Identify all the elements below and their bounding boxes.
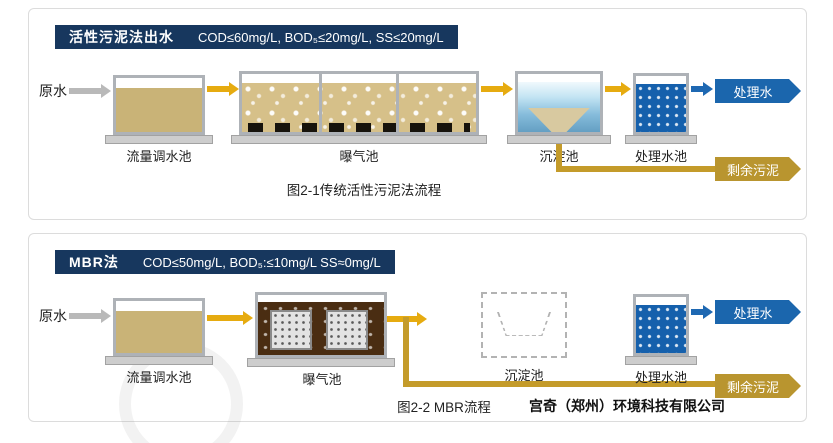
sludge-pipe-vertical [403, 317, 409, 387]
process-specs: COD≤60mg/L, BOD₅≤20mg/L, SS≤20mg/L [198, 29, 444, 45]
treated-water-tank-water [636, 84, 686, 132]
aeration-tank-water [242, 83, 476, 132]
sedimentation-tank-base [507, 135, 611, 144]
mbr-aeration-tank-water [258, 302, 384, 355]
treated-water-arrow [691, 81, 713, 97]
raw-water-label: 原水 [39, 308, 67, 324]
aeration-tank [239, 71, 479, 135]
regulation-tank-label: 流量调水池 [126, 370, 192, 385]
treated-water-arrow [691, 304, 713, 320]
sedimentation-funnel-dashed [497, 312, 551, 337]
aeration-tank-base [231, 135, 487, 144]
regulation-tank-water [116, 88, 202, 132]
flow-arrow [605, 81, 631, 97]
treated-water-tank [633, 73, 689, 135]
treated-water-tank-base [625, 135, 697, 144]
regulation-tank-water [116, 311, 202, 353]
sludge-pipe-vertical [556, 144, 562, 172]
treated-water-banner: 处理水 [715, 79, 801, 103]
treated-water-banner: 处理水 [715, 300, 801, 324]
membrane-module [270, 310, 312, 350]
bypassed-sedimentation-tank [481, 292, 567, 358]
panel-mbr: MBR法 COD≤50mg/L, BOD₅:≤10mg/L SS≈0mg/L 原… [28, 233, 807, 443]
process-title: MBR法 [69, 254, 119, 270]
regulation-tank-base [105, 356, 213, 365]
flow-arrow [481, 81, 513, 97]
regulation-tank [113, 298, 205, 356]
excess-sludge-banner: 剩余污泥 [715, 374, 801, 398]
excess-sludge-banner: 剩余污泥 [715, 157, 801, 181]
process-title: 活性污泥法出水 [69, 29, 174, 45]
flow-arrow [207, 81, 239, 97]
regulation-tank-base [105, 135, 213, 144]
figure-caption: 图2-2 MBR流程 [397, 400, 491, 415]
flow-arrow [207, 310, 253, 326]
aeration-tank-label: 曝气池 [339, 149, 379, 164]
raw-water-arrow [69, 83, 111, 99]
treated-water-tank-label: 处理水池 [634, 149, 687, 164]
treated-water-tank-base [625, 356, 697, 365]
process-badge: 活性污泥法出水 COD≤60mg/L, BOD₅≤20mg/L, SS≤20mg… [55, 25, 458, 49]
mbr-aeration-tank [255, 292, 387, 358]
panel-activated-sludge: 活性污泥法出水 COD≤60mg/L, BOD₅≤20mg/L, SS≤20mg… [28, 8, 807, 220]
tank-divider [396, 74, 400, 132]
regulation-tank [113, 75, 205, 135]
figure-caption: 图2-1传统活性污泥法流程 [286, 183, 442, 198]
raw-water-arrow [69, 308, 111, 324]
process-specs: COD≤50mg/L, BOD₅:≤10mg/L SS≈0mg/L [142, 254, 381, 270]
air-diffusers [248, 123, 470, 132]
company-name: 宫奇（郑州）环境科技有限公司 [529, 398, 725, 414]
treated-water-tank-water [636, 305, 686, 353]
sedimentation-tank [515, 71, 603, 135]
sludge-pipe-horizontal [403, 381, 715, 387]
membrane-module [326, 310, 368, 350]
aeration-tank-label: 曝气池 [302, 372, 342, 387]
regulation-tank-label: 流量调水池 [126, 149, 192, 164]
treated-water-tank-label: 处理水池 [634, 370, 687, 385]
sludge-pipe-horizontal [556, 166, 715, 172]
treated-water-tank [633, 294, 689, 356]
mbr-aeration-tank-base [247, 358, 395, 367]
process-badge: MBR法 COD≤50mg/L, BOD₅:≤10mg/L SS≈0mg/L [55, 250, 395, 274]
tank-divider [319, 74, 323, 132]
raw-water-label: 原水 [39, 83, 67, 99]
sedimentation-tank-label: 沉淀池 [504, 368, 544, 383]
